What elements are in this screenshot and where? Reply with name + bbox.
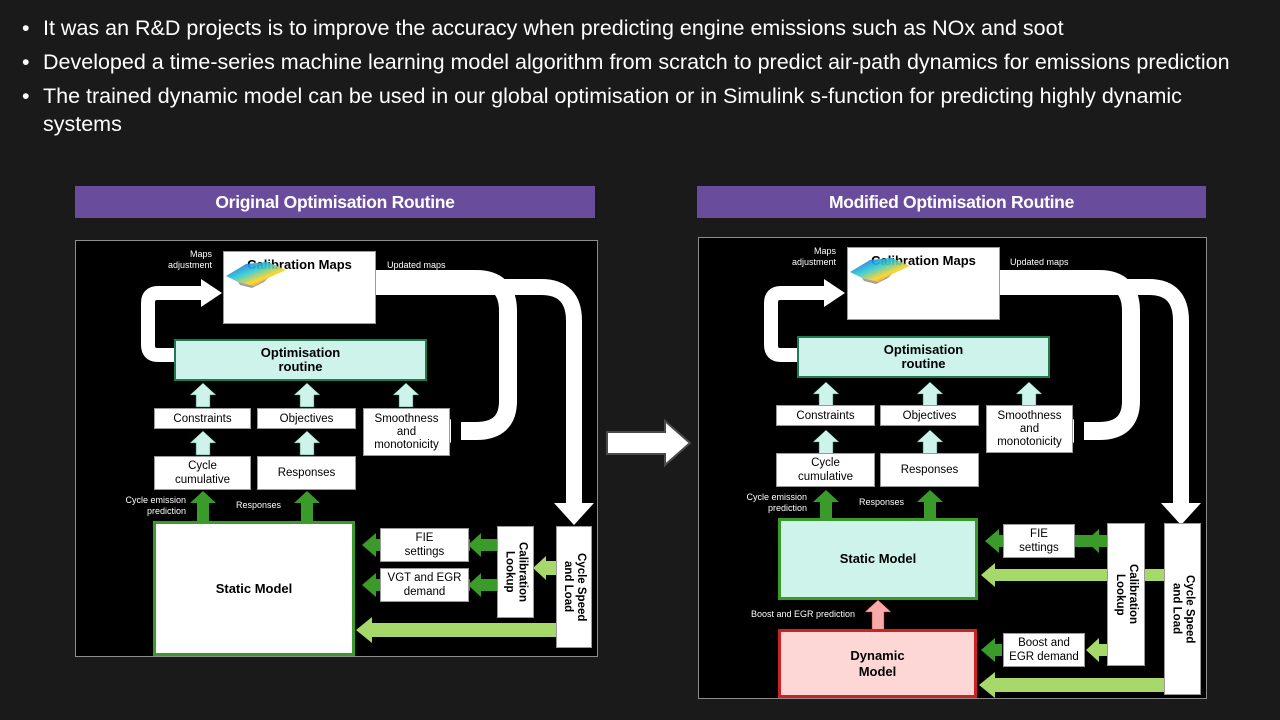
boost-egr-up-arrow (864, 599, 892, 631)
maps-adjustment-arrowhead (824, 279, 845, 307)
original-routine-diagram: Calibration Maps Maps adjustment Updated… (75, 240, 598, 657)
smoothness-box: Smoothness and monotonicity (363, 408, 450, 456)
lookup-to-static-arrow (981, 563, 1109, 587)
up-arrows-green (813, 490, 943, 519)
speed-to-lookup-arrow (533, 556, 556, 580)
calibration-lookup-box: Calibration Lookup (1107, 523, 1145, 666)
responses-box: Responses (257, 456, 356, 490)
cycle-speed-loop-arrow (999, 279, 1189, 503)
constraints-up-arrow (189, 382, 217, 408)
constraints-box: Constraints (776, 405, 875, 426)
objectives-up-arrow (916, 381, 944, 407)
cycle-cumulative-up-arrow (189, 430, 217, 456)
emission-up-arrow (813, 490, 839, 519)
responses-label: Responses (236, 500, 282, 510)
static-responses-up-arrow (917, 490, 943, 519)
responses-box: Responses (880, 453, 979, 487)
static-responses-up-arrow (294, 491, 320, 521)
up-arrows-teal (812, 381, 1043, 455)
speed-to-dynamic-arrow (979, 672, 1165, 698)
cycle-speed-arrowhead (554, 503, 594, 525)
lookup-to-fie-arrow (468, 533, 498, 557)
maps-adjustment-arrow (141, 286, 201, 362)
bullet-list: • It was an R&D projects is to improve th… (22, 14, 1262, 144)
cycle-cumulative-up-arrow (812, 429, 840, 455)
bullet-dot: • (22, 84, 30, 108)
calibration-lookup-label: Calibration Lookup (503, 541, 529, 603)
lookup-to-egr-demand-arrow (1086, 638, 1109, 662)
dynamic-model-box: Dynamic Model (778, 629, 977, 698)
responses-up-arrow (916, 429, 944, 455)
cycle-speed-load-label: Cycle Speed and Load (1170, 574, 1196, 644)
bullet-item: • Developed a time-series machine learnin… (22, 48, 1262, 76)
response-surface-icon (226, 262, 286, 288)
maps-adjustment-arrow (764, 286, 824, 362)
objectives-box: Objectives (257, 408, 356, 429)
smoothness-up-arrow (392, 382, 420, 408)
updated-maps-label: Updated maps (387, 260, 446, 270)
original-routine-banner: Original Optimisation Routine (75, 186, 595, 218)
modified-routine-banner: Modified Optimisation Routine (697, 186, 1206, 218)
static-model-box: Static Model (778, 518, 978, 600)
cycle-speed-loop-arrow (376, 279, 582, 503)
optimisation-routine-box: Optimisation routine (797, 336, 1050, 378)
up-arrows-green (190, 491, 320, 521)
transition-arrow-shape (606, 418, 692, 468)
bullet-item: • It was an R&D projects is to improve th… (22, 14, 1262, 42)
calibration-lookup-box: Calibration Lookup (497, 526, 534, 618)
lookup-to-vgt-arrow (468, 573, 498, 597)
constraints-box: Constraints (154, 408, 251, 429)
cycle-speed-load-box: Cycle Speed and Load (556, 526, 592, 648)
bullet-text: The trained dynamic model can be used in… (43, 84, 1182, 136)
vgt-egr-demand-box: VGT and EGR demand (380, 568, 469, 602)
bullet-text: It was an R&D projects is to improve the… (43, 16, 1064, 40)
objectives-up-arrow (293, 382, 321, 408)
maps-adjustment-label: Maps adjustment (791, 246, 836, 267)
boost-egr-prediction-label: Boost and EGR prediction (751, 609, 856, 619)
maps-adjustment-label: Maps adjustment (167, 249, 212, 270)
maps-adjustment-arrowhead (201, 279, 222, 307)
responses-up-arrow (293, 430, 321, 456)
egr-demand-to-dynamic-arrow (981, 638, 1002, 662)
constraints-up-arrow (812, 381, 840, 407)
calibration-maps-box: Calibration Maps (847, 247, 1000, 320)
cycle-emission-prediction-label: Cycle emission prediction (746, 492, 807, 513)
bullet-dot: • (22, 50, 30, 74)
bullet-text: Developed a time-series machine learning… (43, 50, 1230, 74)
responses-label: Responses (859, 497, 905, 507)
optimisation-routine-box: Optimisation routine (174, 339, 427, 381)
calibration-lookup-label: Calibration Lookup (1114, 564, 1139, 625)
bullet-item: • The trained dynamic model can be used i… (22, 82, 1262, 138)
cycle-cumulative-box: Cycle cumulative (154, 456, 251, 490)
boost-egr-demand-box: Boost and EGR demand (1003, 633, 1085, 667)
smoothness-box: Smoothness and monotonicity (986, 405, 1073, 453)
cycle-cumulative-box: Cycle cumulative (776, 453, 875, 487)
modified-routine-diagram: Calibration Maps Maps adjustment Updated… (698, 237, 1207, 699)
cycle-speed-arrowhead (1161, 503, 1201, 525)
smoothness-up-arrow (1015, 381, 1043, 407)
up-arrows-teal (189, 382, 420, 456)
transition-arrow (606, 418, 692, 468)
speed-to-static-arrow (356, 617, 556, 643)
cycle-speed-load-label: Cycle Speed and Load (562, 552, 587, 622)
fie-settings-box: FIE settings (1003, 524, 1075, 558)
updated-maps-label: Updated maps (1010, 257, 1069, 267)
cycle-emission-prediction-label: Cycle emission prediction (125, 495, 186, 516)
bullet-dot: • (22, 16, 30, 40)
cycle-speed-load-box: Cycle Speed and Load (1164, 523, 1201, 695)
calibration-maps-box: Calibration Maps (223, 251, 376, 324)
lookup-to-fie-arrow (1086, 529, 1109, 553)
response-surface-icon (850, 258, 910, 284)
static-model-box: Static Model (153, 521, 355, 656)
fie-settings-box: FIE settings (380, 528, 469, 562)
emission-up-arrow (190, 491, 216, 521)
objectives-box: Objectives (880, 405, 979, 426)
